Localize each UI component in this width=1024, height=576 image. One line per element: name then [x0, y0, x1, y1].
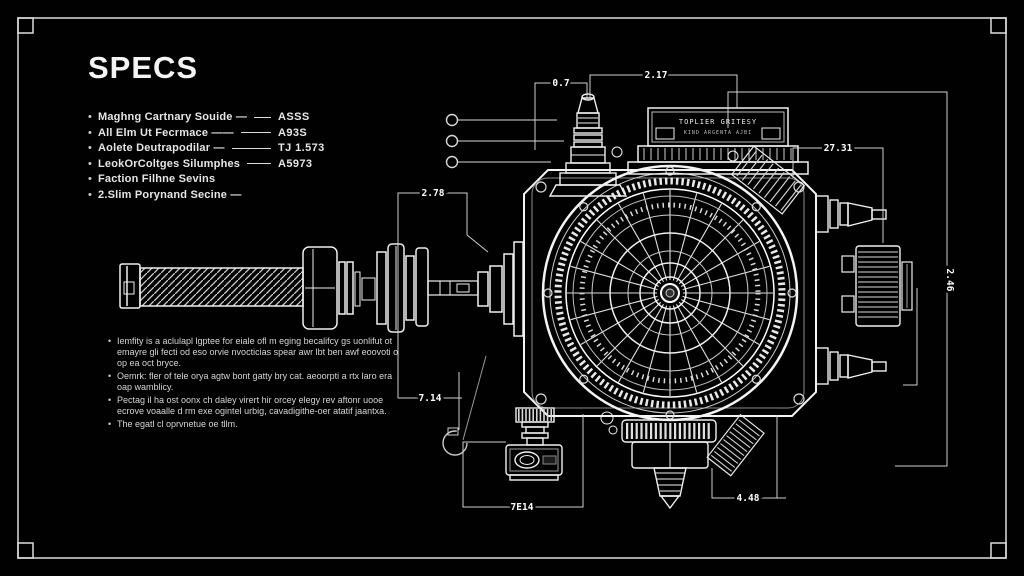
bullet-icon: • — [88, 157, 92, 170]
spec-list: • Maghng Cartnary Souide — ASSS • All El… — [88, 111, 330, 205]
dim-right-vertical: 2.46 — [944, 269, 955, 292]
clamp — [442, 427, 468, 456]
note-text: Iemfity is a aclulapl lgptee for eiale o… — [117, 336, 399, 368]
spec-row: • 2.Slim Porynand Secine — — [88, 189, 330, 201]
strap — [706, 413, 765, 477]
bottom-bell — [600, 411, 717, 510]
spec-label: Aolete Deutrapodilar — — [98, 142, 225, 155]
bullet-icon: • — [88, 142, 92, 155]
note-item: • Iemfity is a aclulapl lgptee for eiale… — [108, 336, 400, 369]
dim-top-left: 0.7 — [552, 78, 569, 89]
note-text: Oemrk: fler of tele orya agtw bont gatty… — [117, 371, 393, 392]
side-gear — [841, 245, 913, 327]
spec-row: • Faction Filhne Sevins — [88, 173, 330, 185]
spec-row: • All Elm Ut Fecrmace —— A93S — [88, 127, 330, 139]
bellows — [730, 145, 806, 215]
callout-markers — [445, 113, 564, 169]
nozzle-upper — [815, 195, 887, 233]
nameplate-line1: TOPLIER GRITESY — [679, 118, 757, 126]
note-item: • Pectag il ha ost oonx ch daley virert … — [108, 395, 400, 417]
spec-value: A93S — [278, 126, 308, 139]
spec-label: LeokOrColtges Silumphes — [98, 157, 241, 170]
leader-line — [231, 147, 271, 149]
spec-value: ASSS — [278, 111, 310, 123]
dim-top-center: 2.17 — [645, 70, 668, 81]
spec-row: • Maghng Cartnary Souide — ASSS — [88, 111, 330, 123]
bullet-icon: • — [88, 173, 92, 186]
bullet-icon: • — [108, 419, 112, 429]
dimension-labels: 0.7 2.17 27.31 2.46 2.78 7.14 7E14 4.48 — [416, 68, 957, 516]
note-item: • Oemrk: fler of tele orya agtw bont gat… — [108, 371, 400, 393]
bullet-icon: • — [108, 371, 112, 381]
dim-bottom-right: 4.48 — [737, 493, 760, 504]
spec-label: Maghng Cartnary Souide — — [98, 111, 248, 123]
dim-left-lower: 7.14 — [419, 393, 442, 404]
note-text: The egatl cl oprvnetue oe tllm. — [117, 419, 238, 429]
bullet-icon: • — [108, 336, 112, 346]
spec-row: • Aolete Deutrapodilar — TJ 1.573 — [88, 142, 330, 154]
dim-left-upper: 2.78 — [422, 188, 445, 199]
bullet-icon: • — [88, 111, 92, 123]
note-text: Pectag il ha ost oonx ch daley virert hi… — [117, 395, 387, 416]
bullet-icon: • — [88, 126, 92, 139]
drive-shaft — [119, 246, 376, 330]
nozzle-lower — [815, 347, 887, 385]
note-item: • The egatl cl oprvnetue oe tllm. — [108, 419, 400, 430]
spec-label: All Elm Ut Fecrmace —— — [98, 126, 234, 139]
leader-line — [247, 163, 271, 165]
nameplate-line2: KIND ARGENTA AJBI — [684, 130, 752, 136]
dim-right-upper: 27.31 — [824, 143, 853, 154]
spec-label: Faction Filhne Sevins — [98, 173, 216, 186]
page-title: SPECS — [88, 50, 199, 85]
leader-line — [240, 132, 271, 134]
dimension-lines — [397, 74, 948, 508]
bullet-icon: • — [108, 395, 112, 405]
spark-plug — [548, 93, 628, 197]
notes-list: • Iemfity is a aclulapl lgptee for eiale… — [108, 336, 400, 432]
top-cap — [627, 107, 809, 175]
dim-bottom-center: 7E14 — [511, 502, 534, 513]
spec-value: TJ 1.573 — [278, 142, 325, 155]
spec-label: 2.Slim Porynand Secine — — [98, 188, 242, 201]
spec-row: • LeokOrColtges Silumphes A5973 — [88, 158, 330, 170]
border-frame — [17, 17, 1007, 559]
bottom-pump — [505, 407, 563, 481]
bullet-icon: • — [88, 188, 92, 201]
coupling-joint — [376, 241, 524, 337]
leader-line — [254, 116, 271, 118]
spec-value: A5973 — [278, 157, 313, 170]
flywheel — [541, 164, 799, 422]
